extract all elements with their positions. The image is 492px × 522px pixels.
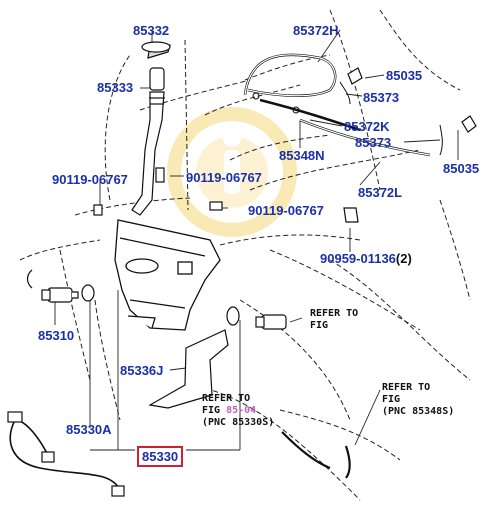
watermark-logo [167, 107, 297, 237]
part-label-85310[interactable]: 85310 [38, 328, 75, 343]
hose-highlight [244, 54, 431, 156]
refer-note-b-fig-link[interactable]: 85-04 [226, 405, 257, 416]
part-label-90119-left[interactable]: 90119-06767 [52, 172, 128, 187]
part-label-85336j[interactable]: 85336J [120, 363, 164, 378]
part-label-85332[interactable]: 85332 [133, 23, 170, 38]
bolts [93, 167, 223, 216]
filler-pipe [131, 41, 171, 216]
part-label-85373-top[interactable]: 85373 [363, 90, 400, 105]
part-label-85035-right[interactable]: 85035 [443, 161, 480, 176]
refer-note-b: REFER TO FIG 85-04 (PNC 85330S) [202, 393, 274, 429]
check-valves [252, 81, 443, 156]
nozzles [343, 67, 477, 223]
washer-motor [26, 269, 95, 303]
refer-note-a-line2: FIG [310, 320, 329, 331]
part-label-85035-top[interactable]: 85035 [386, 68, 423, 83]
refer-note-a-line1: REFER TO [310, 308, 359, 319]
part-label-90959[interactable]: 90959-01136(2) [320, 252, 412, 265]
refer-note-b-line2: FIG 85-04 [202, 405, 274, 417]
refer-note-c-line3: (PNC 85348S) [382, 406, 455, 417]
part-label-85372k[interactable]: 85372K [344, 119, 390, 134]
part-label-85348n[interactable]: 85348N [279, 148, 325, 163]
part-label-90119-middle[interactable]: 90119-06767 [186, 170, 262, 185]
refer-note-c-line1: REFER TO [382, 382, 431, 393]
refer-note-b-line3: (PNC 85330S) [202, 417, 275, 428]
second-pump [226, 306, 287, 330]
refer-note-a: REFER TO FIG [310, 308, 358, 332]
leader-lines [54, 29, 459, 451]
washer-tank [114, 219, 221, 331]
refer-note-c: REFER TO FIG (PNC 85348S) [382, 382, 454, 418]
part-label-90119-right[interactable]: 90119-06767 [248, 203, 324, 218]
part-label-90959-number: 90959-01136 [320, 251, 396, 266]
part-label-85330a[interactable]: 85330A [66, 422, 112, 437]
refer-note-b-fig-label: FIG [202, 405, 221, 416]
part-label-85373-right[interactable]: 85373 [355, 135, 392, 150]
wire-connectors [7, 411, 125, 497]
part-label-85372l[interactable]: 85372L [358, 185, 403, 200]
refer-note-c-line2: FIG [382, 394, 401, 405]
part-label-85333[interactable]: 85333 [97, 80, 134, 95]
part-label-85372h[interactable]: 85372H [293, 23, 339, 38]
part-label-90959-qty: (2) [395, 251, 412, 266]
refer-note-b-line1: REFER TO [202, 393, 251, 404]
bracket [148, 329, 229, 409]
part-label-85330-selected[interactable]: 85330 [136, 446, 184, 467]
hose-lower [281, 431, 351, 479]
